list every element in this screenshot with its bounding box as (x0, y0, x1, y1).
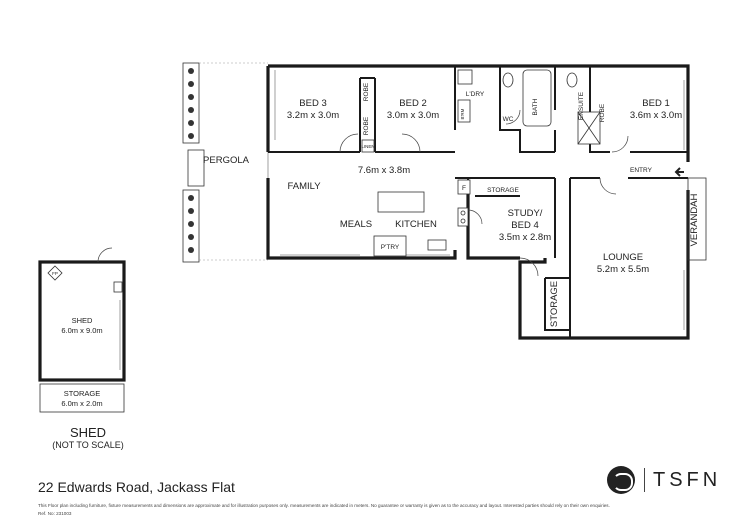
shed: FP SHED 6.0m x 9.0m STORAGE 6.0m x 2.0m (38, 247, 126, 413)
shed-size: 6.0m x 9.0m (61, 326, 102, 335)
shed-caption-title: SHED (69, 425, 107, 440)
lounge-size: 5.2m x 5.5m (597, 264, 649, 275)
family-name: FAMILY (287, 181, 321, 192)
pergola-label: PERGOLA (203, 155, 250, 166)
tsfn-swirl-logo-icon (607, 466, 635, 494)
shed-name: SHED (72, 316, 93, 325)
family-size: 7.6m x 3.8m (358, 165, 410, 176)
shed-caption-subtitle: (NOT TO SCALE) (52, 440, 124, 450)
logo-brand: TSFN (653, 469, 722, 491)
bed1-size: 3.6m x 3.0m (630, 110, 682, 121)
robe-label-bed1: ROBE (599, 103, 606, 122)
fireplace-label: FP (52, 271, 58, 276)
entry-label: ENTRY (630, 167, 653, 174)
robe-label-bed3-top: ROBE (363, 82, 370, 101)
logo-divider (644, 468, 645, 492)
shed-storage-size: 6.0m x 2.0m (61, 399, 102, 408)
linen-label: LINEN (361, 144, 374, 149)
fridge-label: F (462, 185, 466, 192)
bed1-name: BED 1 (642, 98, 669, 109)
windows (274, 70, 685, 330)
bed2-size: 3.0m x 3.0m (387, 110, 439, 121)
room-labels: BED 3 3.2m x 3.0m BED 2 3.0m x 3.0m BED … (287, 82, 682, 327)
study-name-line2: BED 4 (511, 220, 538, 231)
broom-label: B'RM (460, 108, 465, 119)
ensuite-label: ENSUITE (578, 91, 585, 120)
pergola: PERGOLA (182, 62, 268, 263)
study-size: 3.5m x 2.8m (499, 232, 551, 243)
meals-name: MEALS (340, 219, 372, 230)
bath-label: BATH (532, 98, 539, 115)
company-logo: TSFN (607, 466, 727, 496)
fixtures (361, 69, 601, 257)
lounge-name: LOUNGE (603, 252, 643, 263)
bed3-size: 3.2m x 3.0m (287, 110, 339, 121)
wc-label: WC (503, 116, 514, 123)
pantry-label: P'TRY (381, 244, 400, 251)
robe-label-bed3-bottom: ROBE (363, 116, 370, 135)
fireplace-icon (47, 265, 63, 281)
door-swings (339, 109, 629, 277)
bed3-name: BED 3 (299, 98, 326, 109)
bed2-name: BED 2 (399, 98, 426, 109)
kitchen-name: KITCHEN (395, 219, 437, 230)
property-address: 22 Edwards Road, Jackass Flat (38, 479, 235, 495)
shed-caption: SHED (NOT TO SCALE) (38, 425, 138, 450)
verandah-label: VERANDAH (689, 193, 700, 246)
shed-storage-name: STORAGE (64, 389, 101, 398)
reference-number: Ref. No: 231003 (38, 511, 72, 516)
hall-storage-label: STORAGE (487, 187, 519, 194)
verandah: VERANDAH (674, 167, 707, 261)
entry-arrow-icon (674, 167, 684, 177)
study-name-line1: STUDY/ (508, 208, 543, 219)
house-walls (266, 64, 690, 340)
disclaimer-text: This Floor plan including furniture, fix… (38, 503, 610, 508)
pergola-planters (188, 68, 194, 253)
side-storage-label: STORAGE (549, 281, 560, 327)
laundry-label: L'DRY (466, 91, 485, 98)
